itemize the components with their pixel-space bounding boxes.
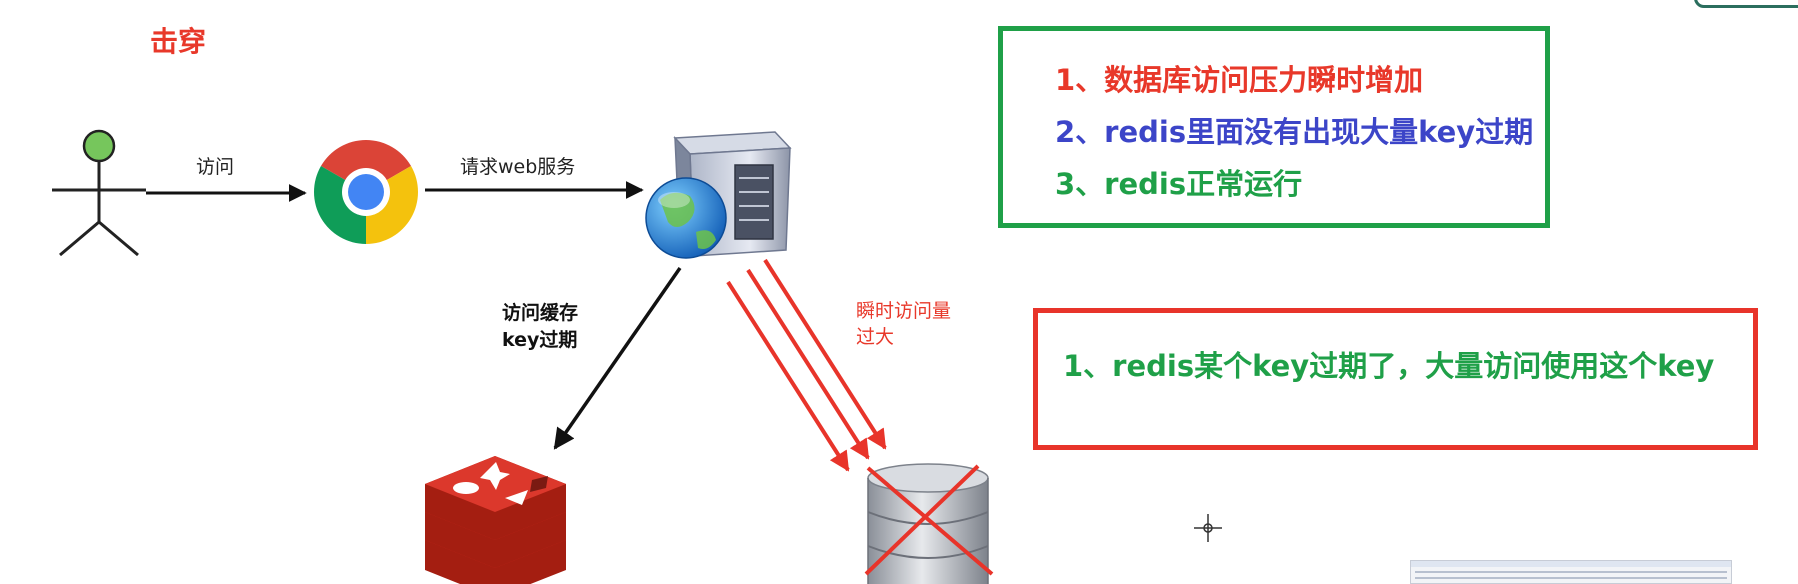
label-access-cache: 访问缓存 key过期 — [502, 300, 578, 354]
label-visit: 访问 — [196, 156, 235, 178]
symptom-item-2: 2、redis里面没有出现大量key过期 — [1055, 115, 1534, 149]
symptom-item-1: 1、数据库访问压力瞬时增加 — [1055, 63, 1424, 97]
thumbnail-toolbar-row — [1415, 577, 1727, 579]
chrome-icon — [314, 140, 418, 244]
arrow-access-cache — [553, 267, 682, 450]
cause-box: 1、redis某个key过期了，大量访问使用这个key — [1033, 308, 1758, 450]
page-title: 击穿 — [150, 25, 207, 58]
crosshair-cursor-icon — [1194, 514, 1222, 542]
thumbnail-toolbar-row — [1415, 571, 1727, 573]
label-request-web: 请求web服务 — [460, 156, 576, 178]
label-access-cache-line1: 访问缓存 — [502, 302, 579, 324]
user-icon — [52, 129, 146, 257]
cause-item-1: 1、redis某个key过期了，大量访问使用这个key — [1063, 349, 1715, 383]
label-access-cache-line2: key过期 — [502, 329, 578, 351]
thumbnail-titlebar — [1411, 561, 1731, 567]
redis-icon — [425, 456, 566, 584]
symptom-item-3: 3、redis正常运行 — [1055, 167, 1303, 201]
database-icon — [867, 463, 989, 584]
label-spike: 瞬时访问量 过大 — [856, 298, 951, 350]
cross-mark-icon — [864, 464, 994, 576]
red-arrows-spike — [726, 258, 887, 472]
window-thumbnail — [1410, 560, 1732, 584]
symptoms-box: 1、数据库访问压力瞬时增加 2、redis里面没有出现大量key过期 3、red… — [998, 26, 1550, 228]
web-server-icon — [645, 131, 792, 259]
label-spike-line2: 过大 — [856, 326, 895, 348]
label-spike-line1: 瞬时访问量 — [856, 300, 952, 322]
corner-frame — [1694, 0, 1798, 8]
